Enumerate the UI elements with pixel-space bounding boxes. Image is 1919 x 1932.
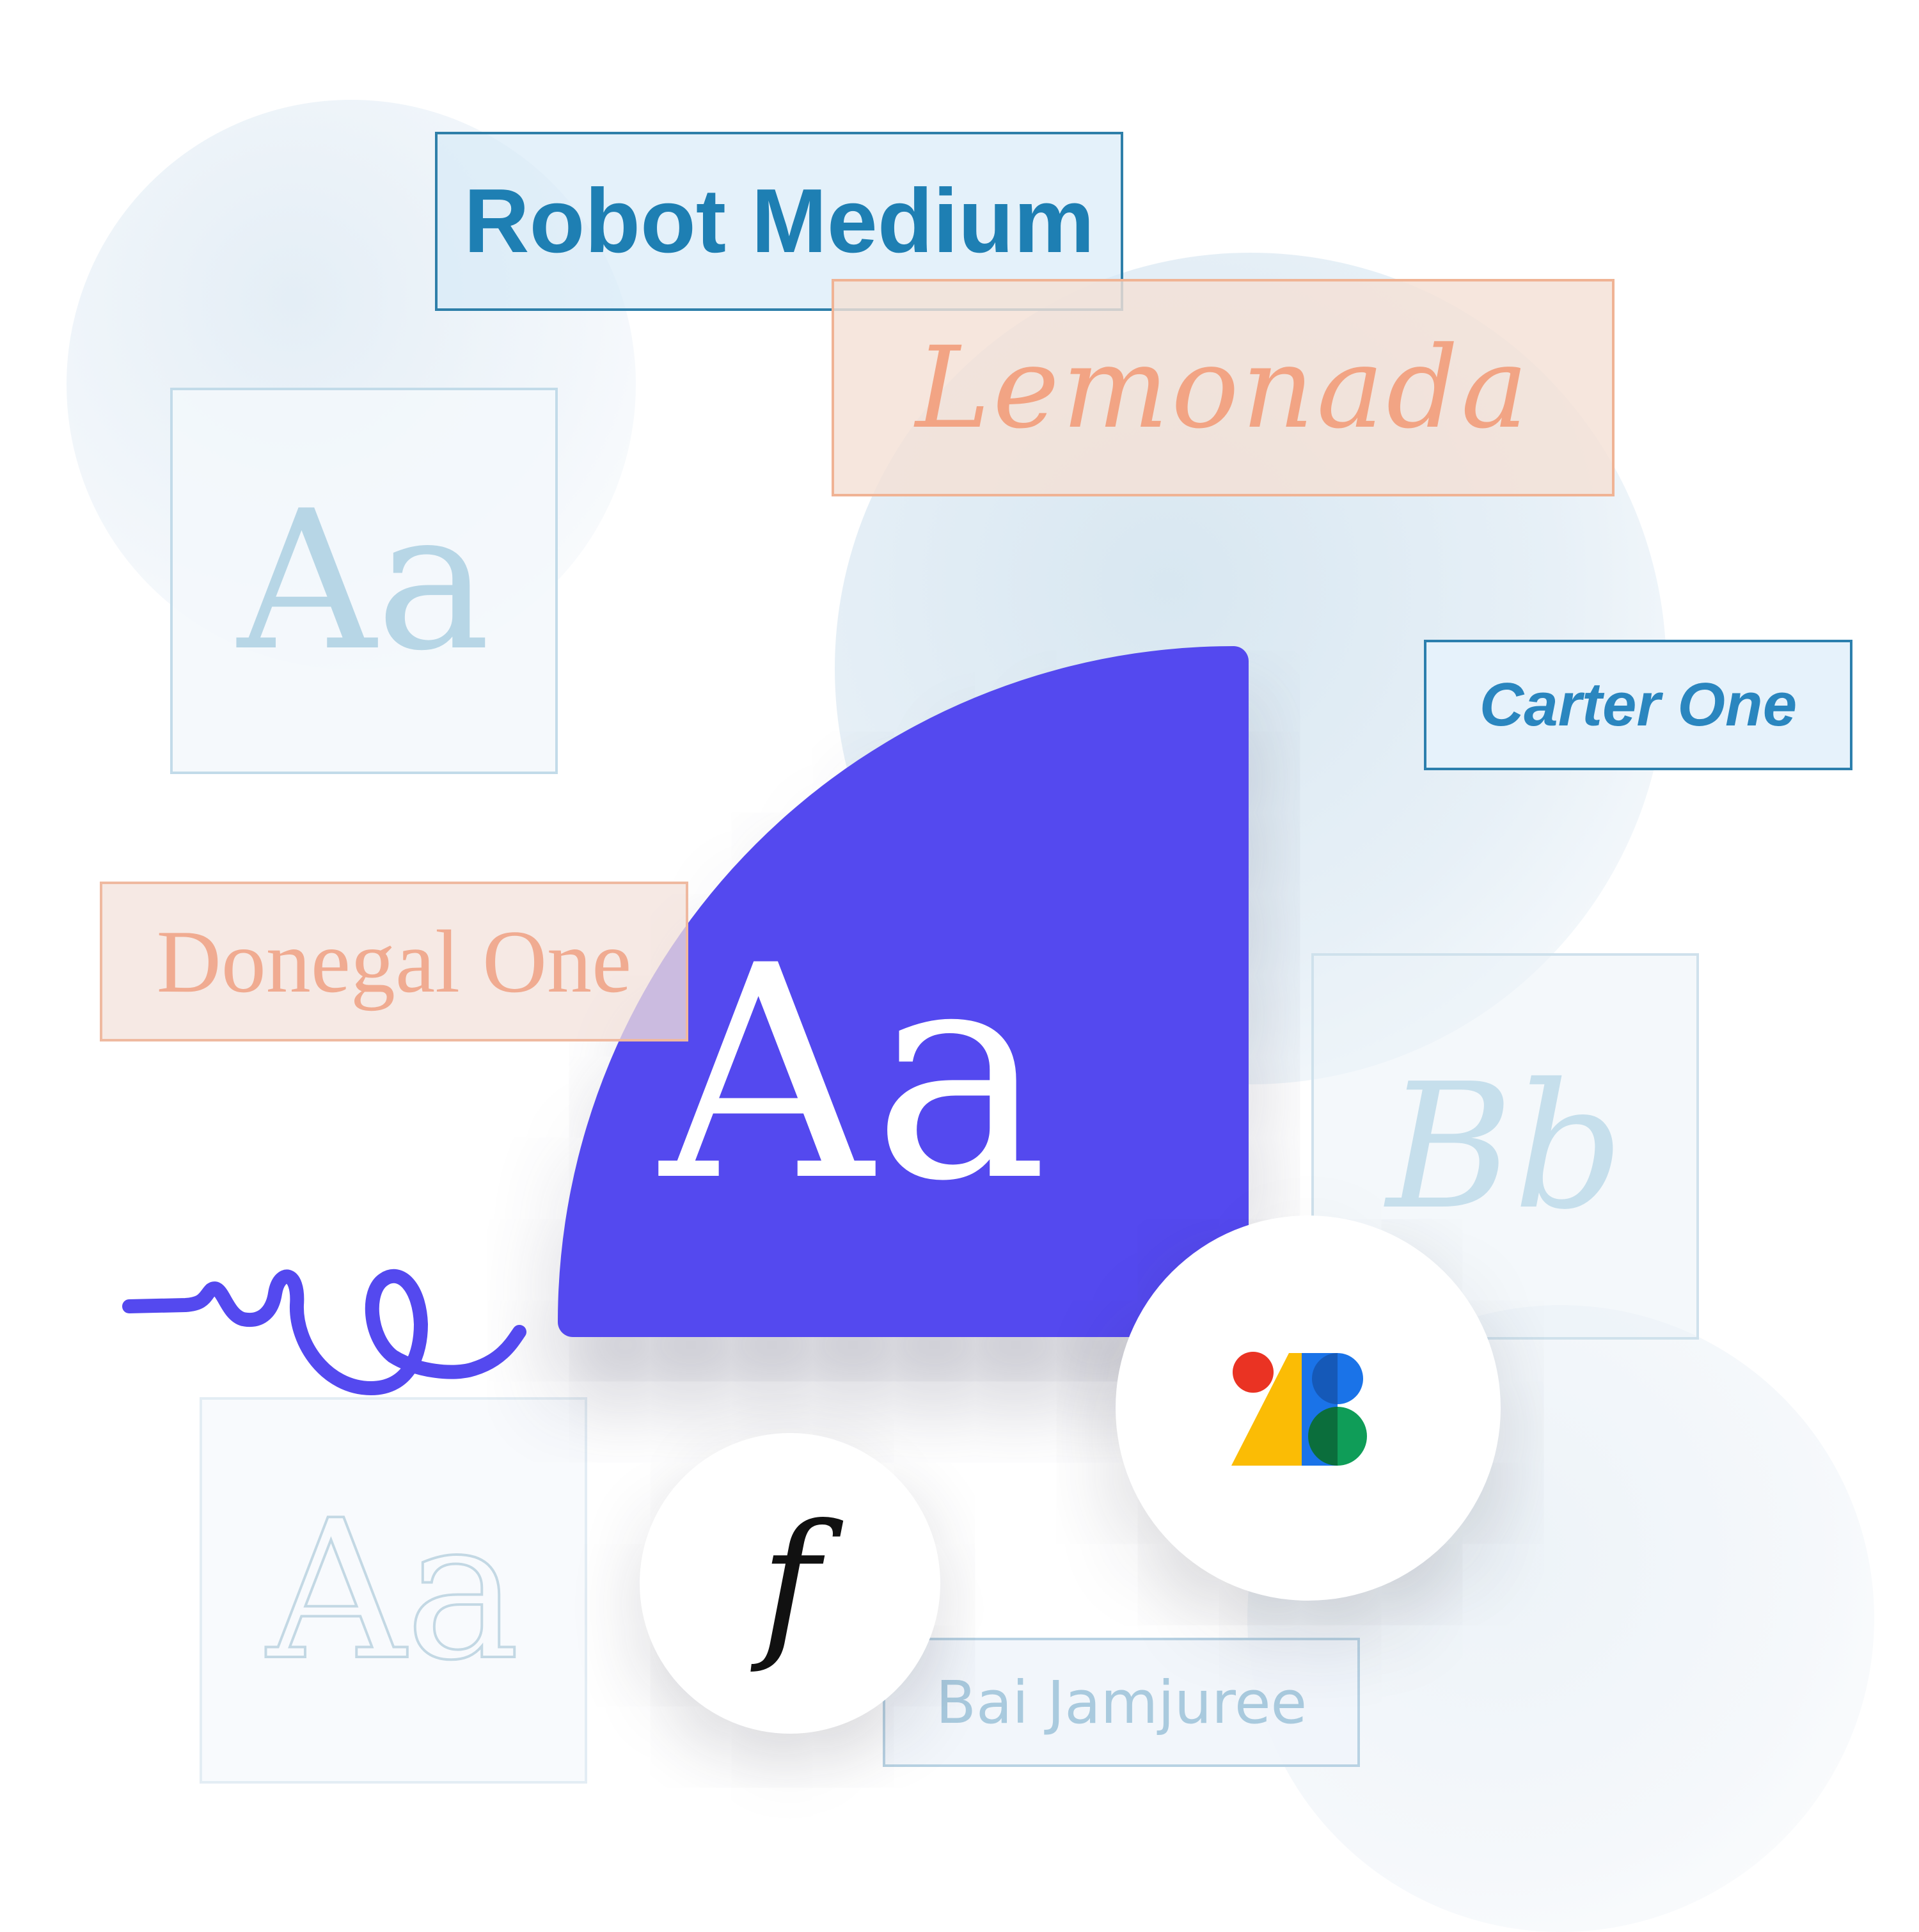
font-name-label: Bai Jamjuree [935, 1668, 1307, 1737]
font-sample-bb-italic: Bb [1311, 953, 1699, 1340]
f-glyph: f [760, 1490, 820, 1676]
font-card-donegal-one: Donegal One [100, 882, 688, 1041]
font-sample-aa-sketch: Aa [200, 1397, 587, 1784]
google-fonts-badge [1116, 1215, 1501, 1601]
font-name-label: Carter One [1479, 670, 1797, 739]
function-badge: f [640, 1433, 940, 1734]
sample-glyphs: Aa [265, 1478, 521, 1704]
font-name-label: Donegal One [156, 912, 632, 1011]
google-fonts-logo-icon [1231, 1352, 1367, 1466]
font-name-label: Robot Medium [464, 170, 1094, 272]
font-sample-aa-serif: Aa [170, 388, 558, 774]
sample-glyphs: Aa [237, 469, 491, 693]
font-card-carter-one: Carter One [1424, 640, 1852, 770]
font-card-lemonada: Lemonada [832, 279, 1615, 496]
font-name-label: Lemonada [915, 322, 1531, 454]
font-card-bai-jamjuree: Bai Jamjuree [883, 1638, 1360, 1767]
hero-glyphs: Aa [660, 903, 1048, 1246]
squiggle-line-icon [122, 1269, 526, 1395]
sample-glyphs: Bb [1386, 1045, 1624, 1247]
